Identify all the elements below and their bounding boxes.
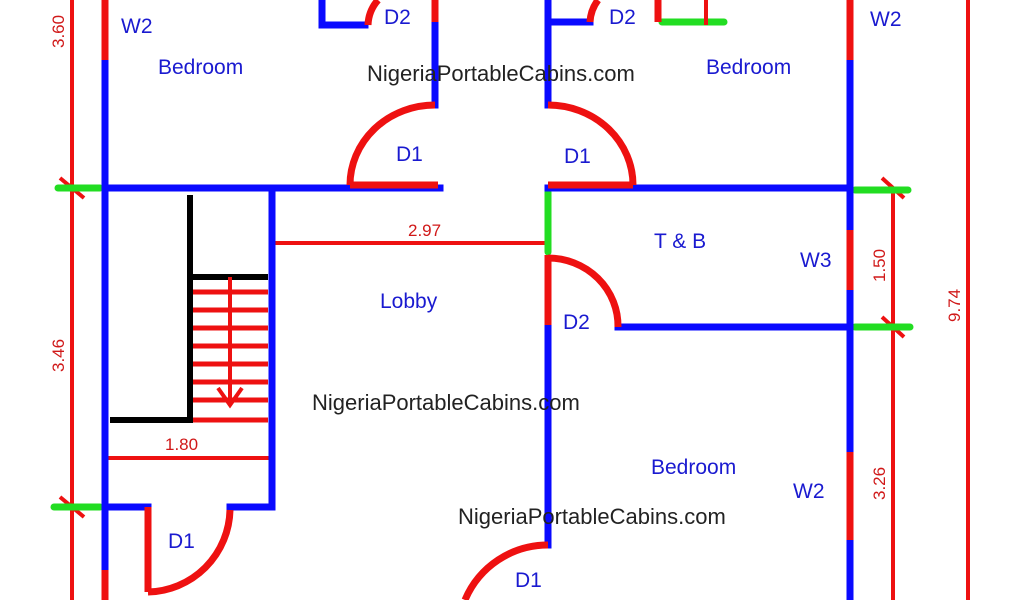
dimension-label: 1.50 xyxy=(870,249,889,282)
dimension-label: 3.26 xyxy=(870,467,889,500)
watermark: NigeriaPortableCabins.com xyxy=(367,61,635,86)
dimension-label: 9.74 xyxy=(945,289,964,322)
window-label: W2 xyxy=(870,8,902,31)
window-label: W3 xyxy=(800,249,832,272)
door-label: D1 xyxy=(396,143,423,166)
door-label: D2 xyxy=(563,311,590,334)
staircase xyxy=(110,195,268,423)
door-label: D2 xyxy=(609,6,636,29)
watermark: NigeriaPortableCabins.com xyxy=(458,504,726,529)
door-label: D2 xyxy=(384,6,411,29)
doors-windows xyxy=(101,0,854,600)
room-label: T & B xyxy=(654,230,706,253)
dimension-label: 1.80 xyxy=(165,435,198,454)
room-label: Bedroom xyxy=(651,456,736,479)
dimension-lines xyxy=(58,0,970,600)
door-label: D1 xyxy=(515,569,542,592)
dimension-label: 3.60 xyxy=(49,15,68,48)
window-label: W2 xyxy=(121,15,153,38)
door-label: D1 xyxy=(168,530,195,553)
dimension-label: 2.97 xyxy=(408,221,441,240)
room-label: Bedroom xyxy=(158,56,243,79)
window-label: W2 xyxy=(793,480,825,503)
room-label: Lobby xyxy=(380,290,438,313)
dimension-label: 3.46 xyxy=(49,339,68,372)
watermark: NigeriaPortableCabins.com xyxy=(312,390,580,415)
door-label: D1 xyxy=(564,145,591,168)
room-label: Bedroom xyxy=(706,56,791,79)
